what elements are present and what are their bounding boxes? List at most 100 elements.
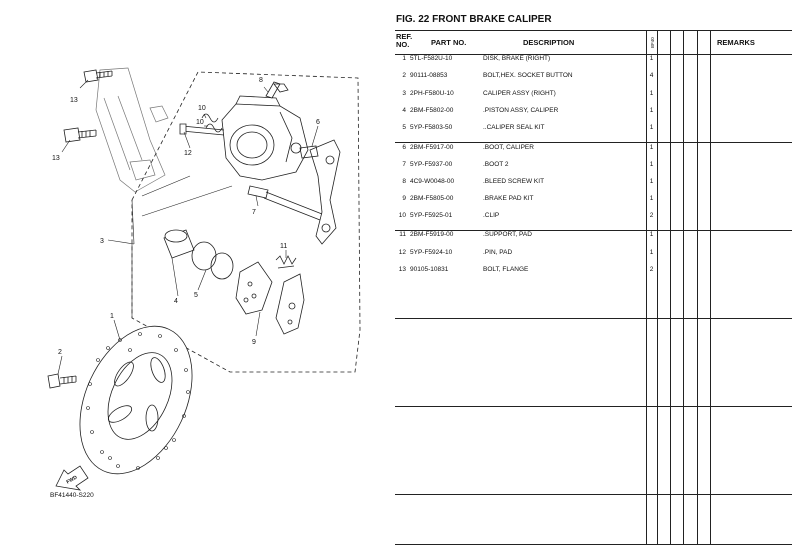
row-3-description: CALIPER ASSY (RIGHT) <box>483 90 556 97</box>
row-12-ref: 12 <box>398 249 406 256</box>
row-3-part-no: 2PH-F580U-10 <box>410 90 454 97</box>
table-col-divider-3 <box>670 30 671 545</box>
callout-1: 1 <box>110 313 114 320</box>
table-rule-bottom <box>395 544 792 545</box>
table-col-divider-1 <box>646 30 647 545</box>
table-col-divider-2 <box>657 30 658 545</box>
row-8-part-no: 4C9-W0048-00 <box>410 178 455 185</box>
hex-socket-bolt <box>47 373 77 389</box>
row-7-qty: 1 <box>649 161 654 168</box>
disc-drill-holes <box>86 332 190 470</box>
row-8-description: .BLEED SCREW KIT <box>483 178 545 185</box>
row-10-description: .CLIP <box>483 212 500 219</box>
row-12-description: .PIN, PAD <box>483 249 513 256</box>
row-1-ref: 1 <box>402 55 406 62</box>
table-col-divider-6 <box>710 30 711 545</box>
seal-outer <box>191 241 217 271</box>
callout-labels: 13 13 8 10 10 12 6 7 3 11 4 5 9 1 2 <box>52 77 320 356</box>
figure-title: FIG. 22 FRONT BRAKE CALIPER <box>396 14 552 25</box>
row-4-part-no: 2BM-F5802-00 <box>410 107 454 114</box>
row-13-description: BOLT, FLANGE <box>483 266 529 273</box>
row-9-ref: 9 <box>402 195 406 202</box>
table-rule-group-4 <box>395 406 792 407</box>
slide-pin-boot <box>247 185 323 221</box>
callout-7: 7 <box>252 209 256 216</box>
brake-pad-front <box>235 261 273 315</box>
row-5-qty: 1 <box>649 124 654 131</box>
callout-8: 8 <box>259 77 263 84</box>
table-rule-group-1 <box>395 142 792 143</box>
row-12-part-no: 5YP-F5924-10 <box>410 249 453 256</box>
callout-5: 5 <box>194 292 198 299</box>
header-remarks: REMARKS <box>717 38 755 47</box>
row-13-ref: 13 <box>398 266 406 273</box>
row-11-qty: 1 <box>649 231 654 238</box>
bleed-screw <box>265 81 289 99</box>
row-10-part-no: 5YP-F5925-01 <box>410 212 453 219</box>
brake-disc <box>79 325 193 475</box>
diagram-code: BF41440-S220 <box>50 492 94 499</box>
row-5-ref: 5 <box>402 124 406 131</box>
row-8-qty: 1 <box>649 178 654 185</box>
forward-arrow-label: FWD <box>66 474 79 485</box>
header-part-no: PART NO. <box>431 38 467 47</box>
row-9-description: .BRAKE PAD KIT <box>483 195 534 202</box>
callout-2: 2 <box>58 349 62 356</box>
callout-6: 6 <box>316 119 320 126</box>
row-7-part-no: 5YP-F5937-00 <box>410 161 453 168</box>
row-5-part-no: 5YP-F5803-50 <box>410 124 453 131</box>
row-13-qty: 2 <box>649 266 654 273</box>
callout-9: 9 <box>252 339 256 346</box>
callout-4: 4 <box>174 298 178 305</box>
row-11-description: .SUPPORT, PAD <box>483 231 532 238</box>
callout-13-lower: 13 <box>52 155 60 162</box>
row-2-description: BOLT,HEX. SOCKET BUTTON <box>483 72 573 79</box>
callout-12: 12 <box>184 150 192 157</box>
fork-leg-outline <box>95 67 169 193</box>
callout-10-lower: 10 <box>196 119 204 126</box>
row-5-description: ..CALIPER SEAL KIT <box>483 124 545 131</box>
row-1-part-no: 5TL-F582U-10 <box>410 55 453 62</box>
row-13-part-no: 90105-10831 <box>410 266 449 273</box>
row-2-ref: 2 <box>402 72 406 79</box>
row-6-part-no: 2BM-F5917-00 <box>410 144 454 151</box>
row-2-qty: 4 <box>649 72 654 79</box>
row-10-ref: 10 <box>398 212 406 219</box>
leader-lines <box>57 79 319 375</box>
table-rule-group-2 <box>395 230 792 231</box>
exploded-parts-diagram: 13 13 8 10 10 12 6 7 3 11 4 5 9 1 2 FWD … <box>47 67 361 499</box>
seal-inner <box>210 252 234 280</box>
row-4-qty: 1 <box>649 107 654 114</box>
header-description: DESCRIPTION <box>523 38 575 47</box>
row-4-description: .PISTON ASSY, CALIPER <box>483 107 559 114</box>
row-6-qty: 1 <box>649 144 654 151</box>
table-rule-group-3 <box>395 318 792 319</box>
table-col-divider-4 <box>683 30 684 545</box>
row-12-qty: 1 <box>649 249 654 256</box>
table-rule-group-5 <box>395 494 792 495</box>
row-6-description: .BOOT, CALIPER <box>483 144 534 151</box>
callout-11: 11 <box>280 243 287 250</box>
table-col-divider-5 <box>697 30 698 545</box>
row-11-part-no: 2BM-F5919-00 <box>410 231 454 238</box>
table-rule-top <box>395 30 792 31</box>
callout-13-upper: 13 <box>70 97 78 104</box>
caliper-body <box>221 95 309 181</box>
parts-table: REF. NO. PART NO. DESCRIPTION BF40 REMAR… <box>395 30 792 545</box>
callout-10-upper: 10 <box>198 105 206 112</box>
header-ref-no: REF. NO. <box>396 32 413 49</box>
piston <box>163 229 195 259</box>
row-2-part-no: 90111-08853 <box>410 72 448 79</box>
caliper-assembly-boundary <box>131 71 361 373</box>
forward-arrow-icon: FWD <box>55 465 89 491</box>
flange-bolt-upper <box>83 69 113 83</box>
row-4-ref: 4 <box>402 107 406 114</box>
header-model-code: BF40 <box>650 37 655 49</box>
support-bracket <box>299 139 341 245</box>
row-8-ref: 8 <box>402 178 406 185</box>
row-7-description: .BOOT 2 <box>483 161 509 168</box>
brake-pad-rear <box>275 273 305 335</box>
row-6-ref: 6 <box>402 144 406 151</box>
row-11-ref: 11 <box>399 231 406 238</box>
clip-lower <box>205 123 223 133</box>
